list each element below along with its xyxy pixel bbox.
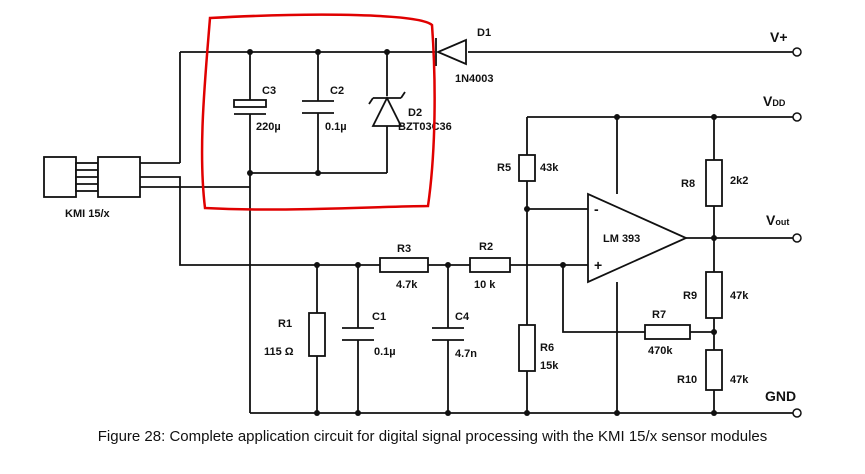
resistor-r6 [518, 324, 536, 372]
gnd-label: GND [765, 388, 796, 404]
r7-value: 470k [648, 345, 673, 357]
c3-value: 220µ [256, 121, 281, 133]
diode-d1 [435, 38, 467, 66]
vplus-terminal [792, 47, 802, 57]
r3-name: R3 [397, 243, 411, 255]
r5-name: R5 [497, 162, 511, 174]
sensor-label: KMI 15/x [65, 208, 111, 220]
opamp-name: LM 393 [603, 233, 640, 245]
r3-value: 4.7k [396, 279, 418, 291]
opamp-lm393 [587, 192, 689, 284]
r6-value: 15k [540, 360, 559, 372]
r5-value: 43k [540, 162, 559, 174]
vdd-label: VDD [763, 93, 786, 109]
resistor-r3 [379, 257, 429, 273]
resistor-r7 [644, 324, 691, 340]
c2-name: C2 [330, 85, 344, 97]
resistor-r9 [705, 271, 723, 319]
wires [140, 51, 795, 414]
r8-name: R8 [681, 178, 695, 190]
capacitor-c1 [342, 327, 374, 341]
r9-value: 47k [730, 290, 749, 302]
d2-value: BZT03C36 [398, 121, 452, 133]
vout-terminal [792, 233, 802, 243]
c1-value: 0.1µ [374, 346, 396, 358]
gnd-terminal [792, 408, 802, 418]
highlight-outline [200, 13, 436, 211]
r2-name: R2 [479, 241, 493, 253]
opamp-plus: + [594, 257, 602, 273]
capacitor-c4 [432, 327, 464, 341]
resistor-r2 [469, 257, 511, 273]
vplus-label: V+ [770, 29, 788, 45]
opamp-minus: - [594, 201, 599, 217]
r6-name: R6 [540, 342, 554, 354]
r7-name: R7 [652, 309, 666, 321]
r2-value: 10 k [474, 279, 496, 291]
d2-name: D2 [408, 107, 422, 119]
c2-value: 0.1µ [325, 121, 347, 133]
figure-caption: Figure 28: Complete application circuit … [97, 428, 768, 445]
d1-name: D1 [477, 27, 491, 39]
resistor-r10 [705, 349, 723, 391]
c4-name: C4 [455, 311, 470, 323]
r10-value: 47k [730, 374, 749, 386]
capacitor-c3 [233, 99, 267, 115]
vout-label: Vout [766, 212, 789, 228]
resistor-r1 [308, 312, 326, 357]
vdd-terminal [792, 112, 802, 122]
c1-name: C1 [372, 311, 386, 323]
r1-value: 115 Ω [264, 346, 294, 358]
r10-name: R10 [677, 374, 697, 386]
junctions [247, 49, 717, 416]
r9-name: R9 [683, 290, 697, 302]
resistor-r8 [705, 159, 723, 207]
c4-value: 4.7n [455, 348, 477, 360]
r8-value: 2k2 [730, 175, 748, 187]
capacitor-c2 [302, 100, 334, 114]
sensor-symbol [43, 156, 141, 198]
resistor-r5 [518, 154, 536, 182]
zener-d2 [368, 91, 406, 127]
c3-name: C3 [262, 85, 276, 97]
d1-value: 1N4003 [455, 73, 494, 85]
r1-name: R1 [278, 318, 292, 330]
